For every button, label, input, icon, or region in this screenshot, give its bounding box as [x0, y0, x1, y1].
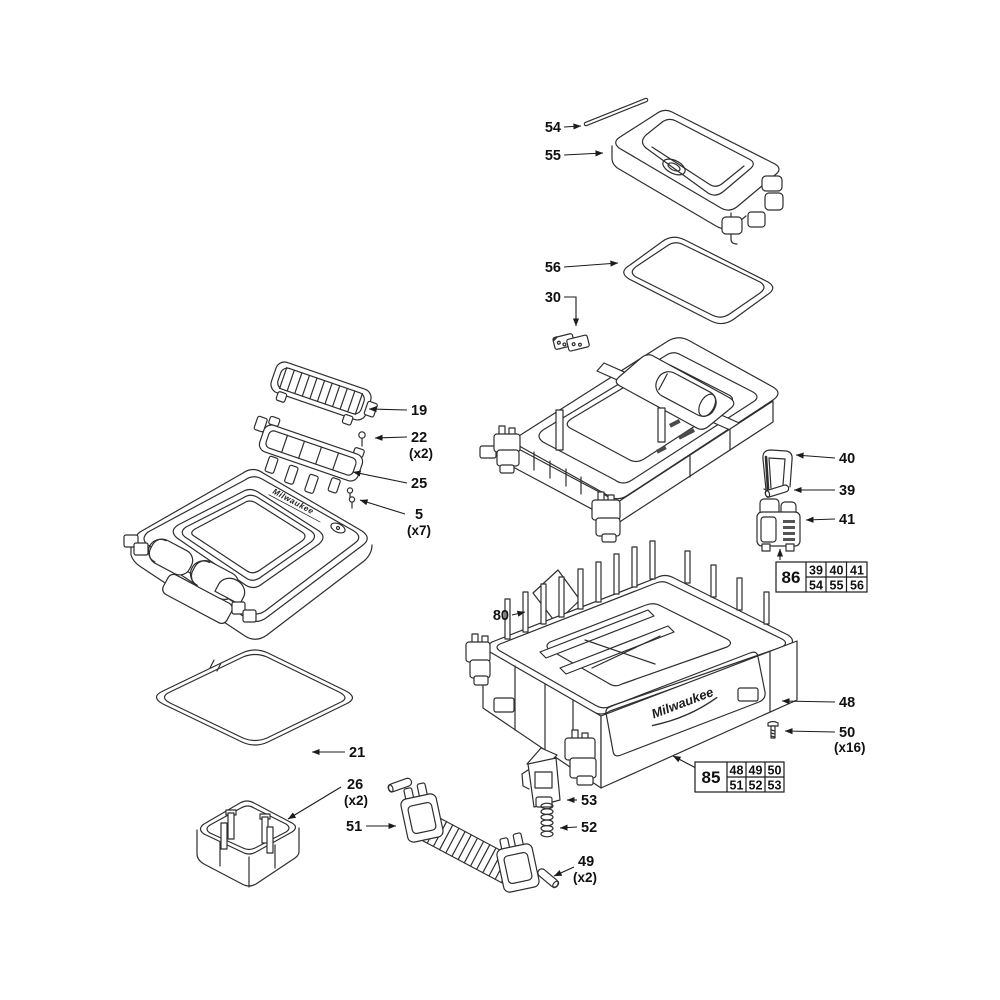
callout-41-label: 41 — [839, 512, 855, 528]
part-49-pin-1 — [387, 777, 413, 793]
callout-19: 19 — [368, 403, 427, 419]
part-19-handle-cover — [270, 361, 378, 426]
callout-39-label: 39 — [839, 483, 855, 499]
callout-54: 54 — [545, 120, 582, 136]
callout-40-label: 40 — [839, 451, 855, 467]
part-39-pin — [764, 484, 790, 498]
table-85-key: 85 — [702, 768, 721, 787]
callout-40: 40 — [795, 451, 855, 467]
table-86-cell: 41 — [850, 564, 864, 578]
part-30-latch-plate — [552, 333, 590, 352]
part-lid-assembly: Milwaukee — [123, 468, 373, 640]
callout-41: 41 — [805, 512, 855, 528]
part-49-pin-2 — [537, 868, 560, 889]
callout-49-label: 49 — [578, 854, 594, 870]
part-26-bin-cup — [196, 800, 300, 888]
table-85-cell: 49 — [749, 764, 763, 778]
table-85-cell: 50 — [768, 764, 782, 778]
callout-50: 50 (x16) — [784, 725, 866, 755]
callout-19-label: 19 — [411, 403, 427, 419]
callout-51-label: 51 — [346, 819, 362, 835]
callouts-layer: 54 55 56 30 19 22 (x2) 25 5 — [287, 120, 866, 885]
callout-22: 22 (x2) — [374, 430, 433, 461]
callout-5: 5 (x7) — [359, 499, 431, 538]
callout-56-label: 56 — [545, 260, 561, 276]
table-86-cell: 56 — [850, 579, 864, 593]
callout-48-label: 48 — [839, 695, 855, 711]
part-48-bottom-case: Milwaukee — [465, 540, 798, 789]
callout-50-label: 50 — [839, 725, 855, 741]
part-22-screw — [358, 431, 366, 447]
callout-48: 48 — [781, 695, 855, 711]
table-85-cell: 52 — [749, 779, 763, 793]
table-86-key: 86 — [782, 568, 801, 587]
callout-49: 49 (x2) — [553, 854, 597, 885]
callout-26-label: 26 — [347, 777, 363, 793]
part-5-screws — [346, 487, 356, 509]
part-41-latch — [756, 498, 801, 552]
callout-52: 52 — [559, 820, 597, 836]
part-21-seal — [155, 649, 354, 746]
callout-53-label: 53 — [581, 793, 597, 809]
table-85-cell: 53 — [768, 779, 782, 793]
callout-21: 21 — [311, 745, 365, 761]
callout-5-qty: (x7) — [407, 523, 431, 538]
part-inner-tray — [479, 337, 779, 543]
callout-30: 30 — [545, 290, 580, 327]
callout-25-label: 25 — [411, 476, 427, 492]
callout-30-label: 30 — [545, 290, 561, 306]
part-53-latch — [521, 747, 561, 808]
part-56-lid-seal — [623, 236, 774, 325]
callout-50-qty: (x16) — [834, 740, 866, 755]
callout-51: 51 — [346, 819, 397, 835]
callout-21-label: 21 — [349, 745, 365, 761]
callout-54-label: 54 — [545, 120, 561, 136]
callout-22-qty: (x2) — [409, 446, 433, 461]
ref-table-86: 86 39 40 41 54 55 56 — [775, 548, 868, 593]
callout-80-label: 80 — [493, 608, 509, 624]
callout-80: 80 — [493, 608, 526, 624]
callout-25: 25 — [352, 470, 427, 492]
callout-49-qty: (x2) — [573, 870, 597, 885]
table-86-cell: 54 — [809, 579, 823, 593]
part-25-hinge-bracket — [253, 415, 365, 494]
table-86-cell: 40 — [830, 564, 844, 578]
callout-26: 26 (x2) — [287, 777, 368, 820]
callout-5-label: 5 — [415, 507, 423, 523]
ref-table-85: 85 48 49 50 51 52 53 — [672, 755, 785, 793]
callout-53: 53 — [566, 793, 597, 809]
callout-56: 56 — [545, 260, 619, 276]
callout-55-label: 55 — [545, 148, 561, 164]
table-86-cell: 55 — [830, 579, 844, 593]
part-52-spring — [540, 802, 554, 838]
part-50-screw — [767, 720, 779, 739]
callout-52-label: 52 — [581, 820, 597, 836]
part-55-organizer-lid — [611, 109, 784, 245]
part-51-handle — [400, 782, 540, 893]
table-86-cell: 39 — [809, 564, 823, 578]
part-54-hinge-rod — [583, 97, 649, 127]
callout-26-qty: (x2) — [344, 793, 368, 808]
callout-39: 39 — [793, 483, 855, 499]
callout-55: 55 — [545, 148, 604, 164]
callout-22-label: 22 — [411, 430, 427, 446]
table-85-cell: 51 — [730, 779, 744, 793]
table-85-cell: 48 — [730, 764, 744, 778]
